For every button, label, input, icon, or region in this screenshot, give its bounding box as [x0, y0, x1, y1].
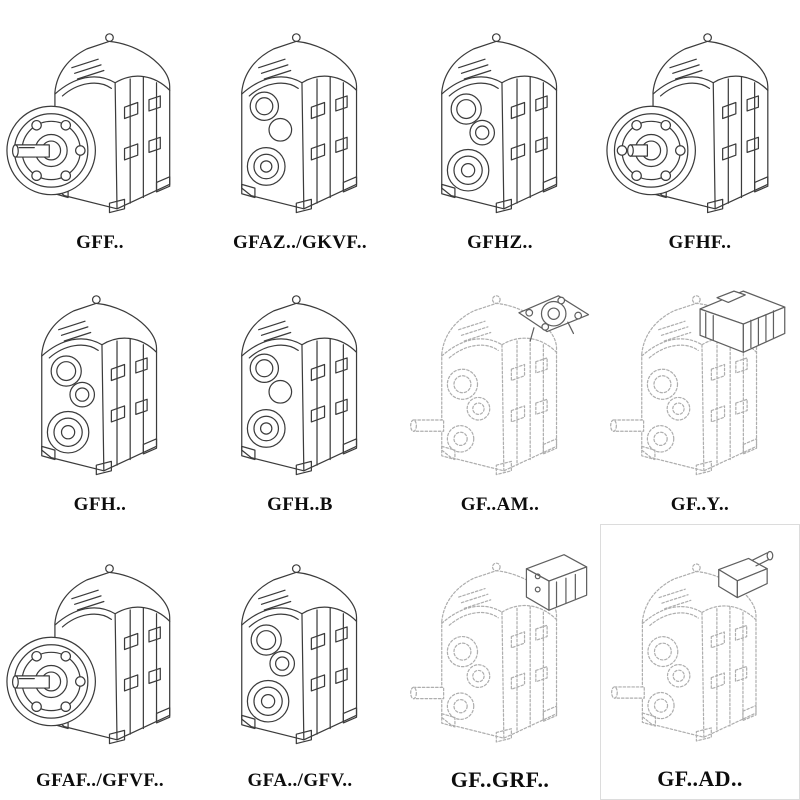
gearbox-illustration [606, 33, 769, 214]
gearbox-illustration [410, 554, 588, 743]
product-cell-gfa-gfv: GFA../GFV.. [200, 524, 400, 800]
model-label: GFH.. [73, 494, 127, 516]
model-label: GFAZ../GKVF.. [233, 232, 367, 254]
gearbox-illustration [441, 33, 558, 214]
gearbox-illustration [41, 295, 158, 476]
drawing-gear-unit-with-input-adapter-block [402, 528, 598, 766]
drawing-flange-hollow-shaft-gear-unit [602, 4, 798, 231]
gearbox-illustration [6, 33, 171, 214]
product-cell-gfh-b: GFH..B [200, 262, 400, 524]
gearbox-illustration [241, 33, 358, 214]
product-cell-gff: GFF.. [0, 0, 200, 262]
drawing-gear-unit-with-input-shaft-adapter [603, 529, 797, 765]
drawing-hollow-shaft-gear-unit-angled [402, 4, 598, 231]
product-cell-gf-am: GF..AM.. [400, 262, 600, 524]
model-label: GFH..B [267, 494, 333, 516]
drawing-shaft-mounted-gear-unit [2, 266, 198, 493]
drawing-foot-mounted-gear-unit [202, 528, 398, 769]
product-cell-gf-y: GF..Y.. [600, 262, 800, 524]
gearbox-illustration [241, 295, 358, 476]
gearbox-illustration [610, 550, 774, 742]
model-label: GF..GRF.. [450, 766, 550, 792]
model-label: GFF.. [76, 232, 124, 254]
model-label: GFAF../GFVF.. [35, 770, 164, 792]
drawing-flange-gear-unit-with-shaft [2, 4, 198, 231]
gearbox-illustration [6, 564, 171, 745]
drawing-hollow-shaft-gear-unit [202, 4, 398, 231]
product-cell-gfh: GFH.. [0, 262, 200, 524]
model-label: GFA../GFV.. [247, 770, 353, 792]
model-label: GF..Y.. [670, 494, 730, 516]
gearbox-illustration [610, 290, 786, 476]
drawing-shaft-mounted-gear-unit-b [202, 266, 398, 493]
gearbox-illustration [241, 564, 358, 745]
product-cell-gf-grf: GF..GRF.. [400, 524, 600, 800]
model-label: GFHZ.. [467, 232, 533, 254]
model-label: GFHF.. [668, 232, 732, 254]
product-cell-gfhz: GFHZ.. [400, 0, 600, 262]
model-label: GF..AD.. [657, 765, 743, 791]
model-label: GF..AM.. [460, 494, 540, 516]
drawing-gear-unit-with-motor-adapter-flange [402, 266, 598, 493]
drawing-flange-gear-unit-with-shaft [2, 528, 198, 769]
product-cell-gf-ad: GF..AD.. [600, 524, 800, 800]
gearbox-illustration [410, 295, 590, 476]
product-cell-gfaf-gfvf: GFAF../GFVF.. [0, 524, 200, 800]
product-cell-gfaz-gkvf: GFAZ../GKVF.. [200, 0, 400, 262]
product-cell-gfhf: GFHF.. [600, 0, 800, 262]
drawing-gear-unit-with-mounted-motor [602, 266, 798, 493]
